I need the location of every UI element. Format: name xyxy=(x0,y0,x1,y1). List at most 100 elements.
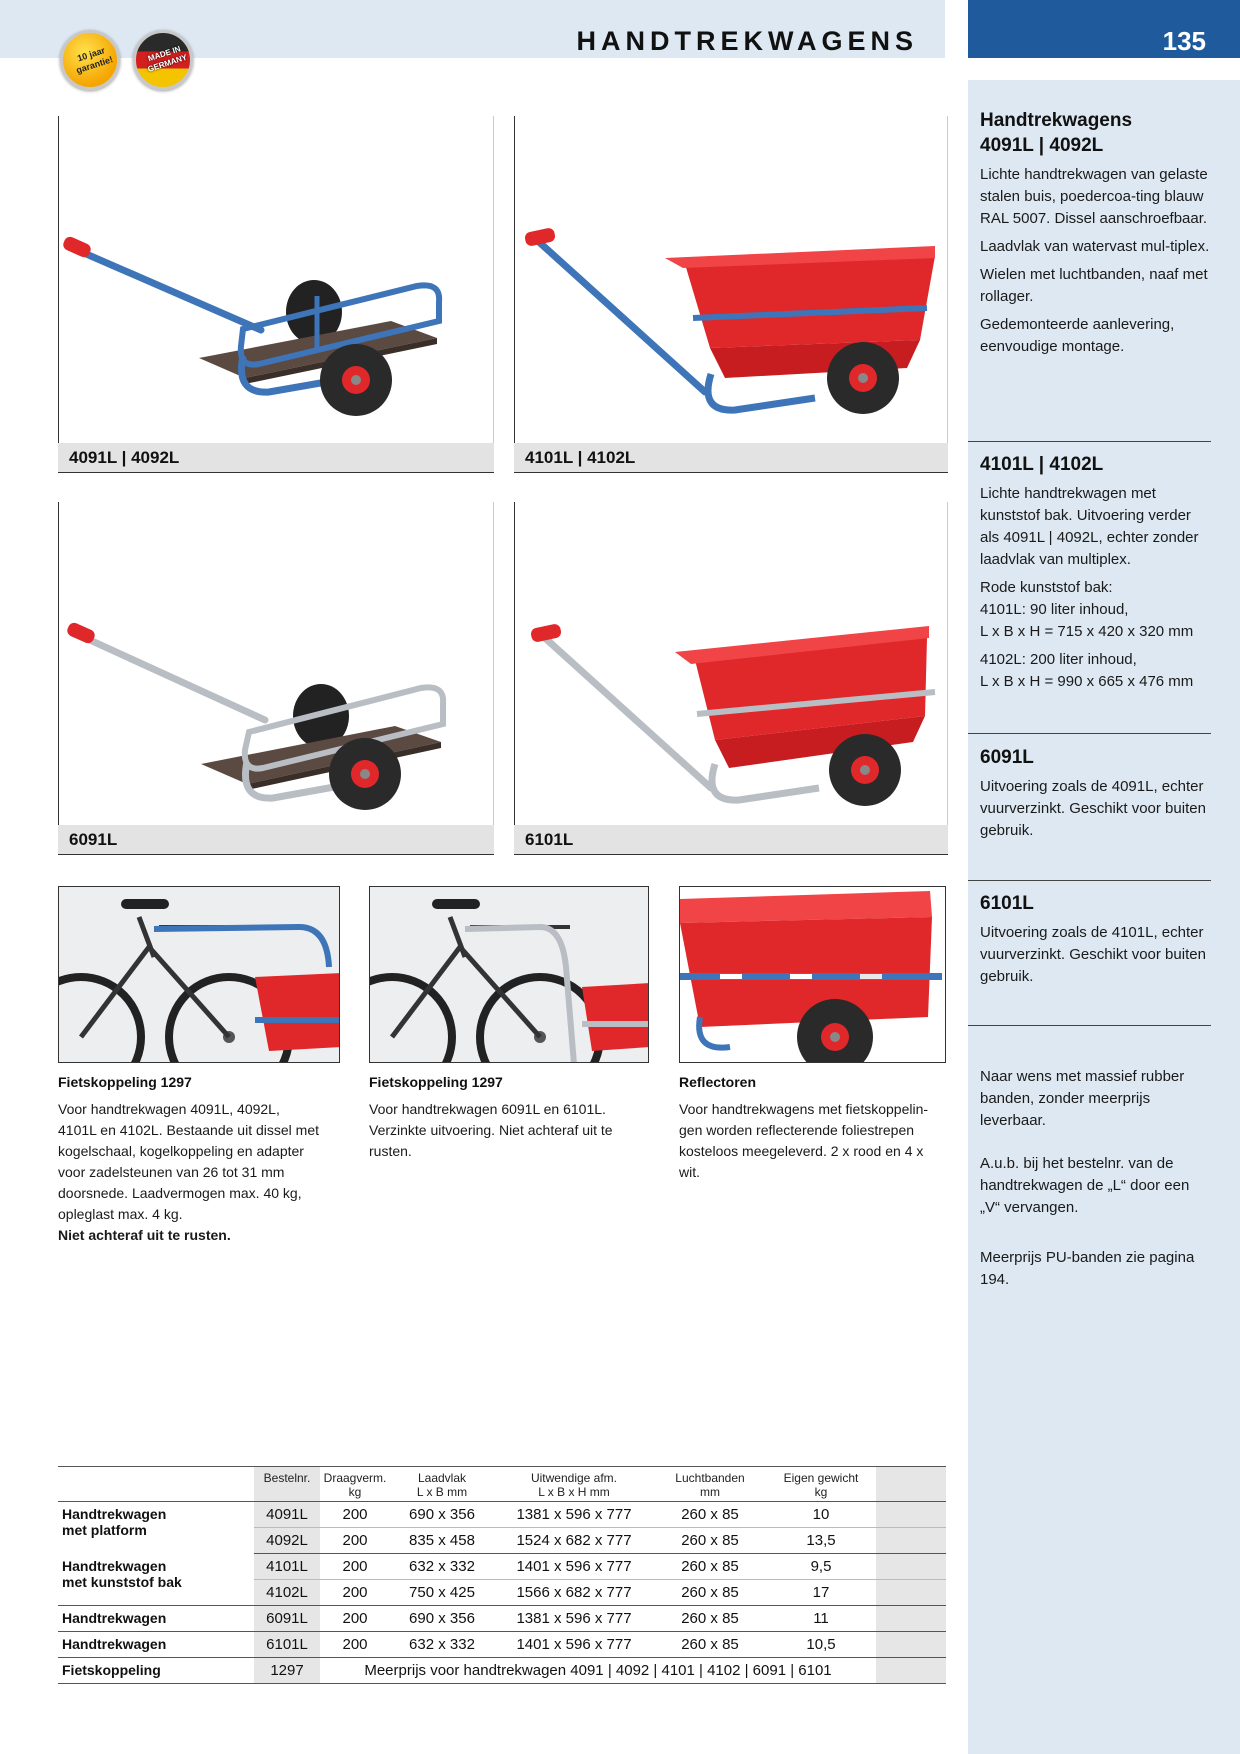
accessory-line: rusten. xyxy=(369,1143,412,1159)
load-capacity: 200 xyxy=(320,1579,390,1606)
order-number: 6091L xyxy=(254,1605,320,1632)
sidebar-block-6101l: 6101L Uitvoering zoals de 4101L, echter … xyxy=(980,891,1210,994)
tyres: 260 x 85 xyxy=(681,1558,739,1575)
sidebar-paragraph: Lichte handtrekwagen van gelaste stalen … xyxy=(980,166,1208,227)
caption-6101l: 6101L xyxy=(514,825,948,855)
warranty-badge-text: 10 jaar garantie! xyxy=(74,45,115,76)
row-label-line: Handtrekwagen xyxy=(62,1506,167,1522)
bin-cart-blue-illustration xyxy=(524,228,935,414)
table-header: Bestelnr. xyxy=(254,1466,320,1502)
accessory-line: Verzinkte uitvoering. Niet achteraf uit … xyxy=(369,1122,613,1138)
page-number: 135 xyxy=(1162,26,1206,56)
outer-dimensions: 1381 x 596 x 777 xyxy=(516,1506,632,1523)
accessory-title-coupling-1: Fietskoppeling 1297 xyxy=(58,1074,192,1090)
spacer-cell xyxy=(876,1553,946,1580)
accessory-line: kosteloos meegeleverd. 2 x rood en 4 x xyxy=(679,1143,924,1159)
order-number: 6101L xyxy=(254,1631,320,1658)
spacer-cell xyxy=(876,1579,946,1606)
sidebar-paragraph: Uitvoering zoals de 4101L, echter vuurve… xyxy=(980,924,1206,985)
outer-dimensions: 1381 x 596 x 777 xyxy=(494,1605,654,1632)
product-photo-6101l xyxy=(514,502,948,827)
accessory-text-coupling-2: Voor handtrekwagen 6091L en 6101L. Verzi… xyxy=(369,1099,659,1162)
accessory-photo-bike-coupling-blue xyxy=(58,886,340,1063)
load-capacity: 200 xyxy=(342,1506,368,1523)
row-label: Handtrekwagen xyxy=(58,1631,254,1658)
table-row: 4092L 200 835 x 458 1524 x 682 x 777 260… xyxy=(58,1527,946,1554)
sidebar-heading-line2: 4091L | 4092L xyxy=(980,135,1104,156)
sidebar-paragraph: 4102L: 200 liter inhoud, xyxy=(980,651,1137,668)
table-row-coupling: Fietskoppeling 1297 Meerprijs voor handt… xyxy=(58,1657,946,1684)
platform-size: 632 x 332 xyxy=(409,1558,475,1575)
header-line: Uitwendige afm. xyxy=(530,1471,618,1485)
sidebar-divider xyxy=(968,880,1211,881)
sidebar-divider xyxy=(968,441,1211,442)
caption-4091l-4092l: 4091L | 4092L xyxy=(58,443,494,473)
accessory-line: doorsnede. Laadvermogen max. 40 kg, xyxy=(58,1185,302,1201)
spacer-cell xyxy=(876,1657,946,1684)
coupling-surcharge-note: Meerprijs voor handtrekwagen 4091 | 4092… xyxy=(320,1657,876,1684)
sidebar-block-6091l: 6091L Uitvoering zoals de 4091L, echter … xyxy=(980,745,1210,848)
sidebar-divider xyxy=(968,733,1211,734)
load-capacity: 200 xyxy=(320,1631,390,1658)
row-label: Fietskoppeling xyxy=(58,1657,254,1684)
table-header: Uitwendige afm.L x B x H mm xyxy=(494,1466,654,1502)
header-line: Bestelnr. xyxy=(263,1471,311,1485)
spacer-cell xyxy=(876,1605,946,1632)
order-number: 4092L xyxy=(254,1527,320,1554)
sidebar-paragraph: L x B x H = 715 x 420 x 320 mm xyxy=(980,623,1194,640)
weight: 17 xyxy=(766,1579,876,1606)
sidebar-block-4101l: 4101L | 4102L Lichte handtrekwagen met k… xyxy=(980,452,1210,699)
header-line: kg xyxy=(348,1485,362,1499)
order-number: 4101L xyxy=(254,1553,320,1580)
table-row: Handtrekwagen 6101L 200 632 x 332 1401 x… xyxy=(58,1631,946,1658)
page-title: HANDTREKWAGENS xyxy=(576,26,918,56)
weight: 10,5 xyxy=(766,1631,876,1658)
header-line: kg xyxy=(814,1485,828,1499)
table-row: Handtrekwagen 6091L 200 690 x 356 1381 x… xyxy=(58,1605,946,1632)
load-capacity: 200 xyxy=(320,1605,390,1632)
accessory-line: voor zadelsteunen van 26 tot 31 mm xyxy=(58,1164,285,1180)
accessory-line: opleglast max. 4 kg. xyxy=(58,1206,183,1222)
made-in-germany-text: MADE IN GERMANY xyxy=(146,44,189,74)
row-label: Handtrekwagen xyxy=(58,1605,254,1632)
sidebar-note-pu-tyres: Meerprijs PU-banden zie pagina 194. xyxy=(980,1249,1195,1288)
header-line: L x B mm xyxy=(416,1485,468,1499)
spacer-cell xyxy=(876,1527,946,1554)
accessory-line: wit. xyxy=(679,1164,700,1180)
sidebar-heading: 6091L xyxy=(980,747,1034,768)
sidebar-block-4091l: Handtrekwagens 4091L | 4092L Lichte hand… xyxy=(980,108,1210,364)
spacer-cell xyxy=(876,1631,946,1658)
table-header-empty xyxy=(876,1466,946,1502)
page-number-band xyxy=(968,0,1240,58)
sidebar-note-rubber-tyres: Naar wens met massief rubber banden, zon… xyxy=(980,1068,1185,1129)
tyres: 260 x 85 xyxy=(654,1605,766,1632)
reflector-bin-illustration xyxy=(680,887,945,1062)
weight: 9,5 xyxy=(810,1558,832,1575)
weight: 11 xyxy=(766,1605,876,1632)
table-header-empty xyxy=(58,1466,254,1502)
header-line: mm xyxy=(700,1485,720,1499)
header-line: L x B x H mm xyxy=(538,1485,610,1499)
platform-size: 690 x 356 xyxy=(409,1506,475,1523)
header-line: Laadvlak xyxy=(417,1471,467,1485)
accessory-line: Voor handtrekwagen 4091L, 4092L, xyxy=(58,1101,280,1117)
header-line: Luchtbanden xyxy=(675,1471,745,1485)
order-number: 4091L xyxy=(254,1501,320,1528)
outer-dimensions: 1566 x 682 x 777 xyxy=(494,1579,654,1606)
sidebar-paragraph: Rode kunststof bak: xyxy=(980,579,1113,596)
header-line: Draagverm. xyxy=(323,1471,387,1485)
sidebar-paragraph: 4101L: 90 liter inhoud, xyxy=(980,601,1129,618)
row-label-line: met platform xyxy=(62,1522,147,1538)
platform-cart-galvanized-illustration xyxy=(67,622,447,810)
accessory-title-reflectors: Reflectoren xyxy=(679,1074,757,1090)
product-photo-6091l xyxy=(58,502,494,827)
outer-dimensions: 1401 x 596 x 777 xyxy=(516,1558,632,1575)
sidebar-paragraph: L x B x H = 990 x 665 x 476 mm xyxy=(980,673,1194,690)
table-row: 4102L 200 750 x 425 1566 x 682 x 777 260… xyxy=(58,1579,946,1606)
sidebar-background xyxy=(968,80,1240,1754)
